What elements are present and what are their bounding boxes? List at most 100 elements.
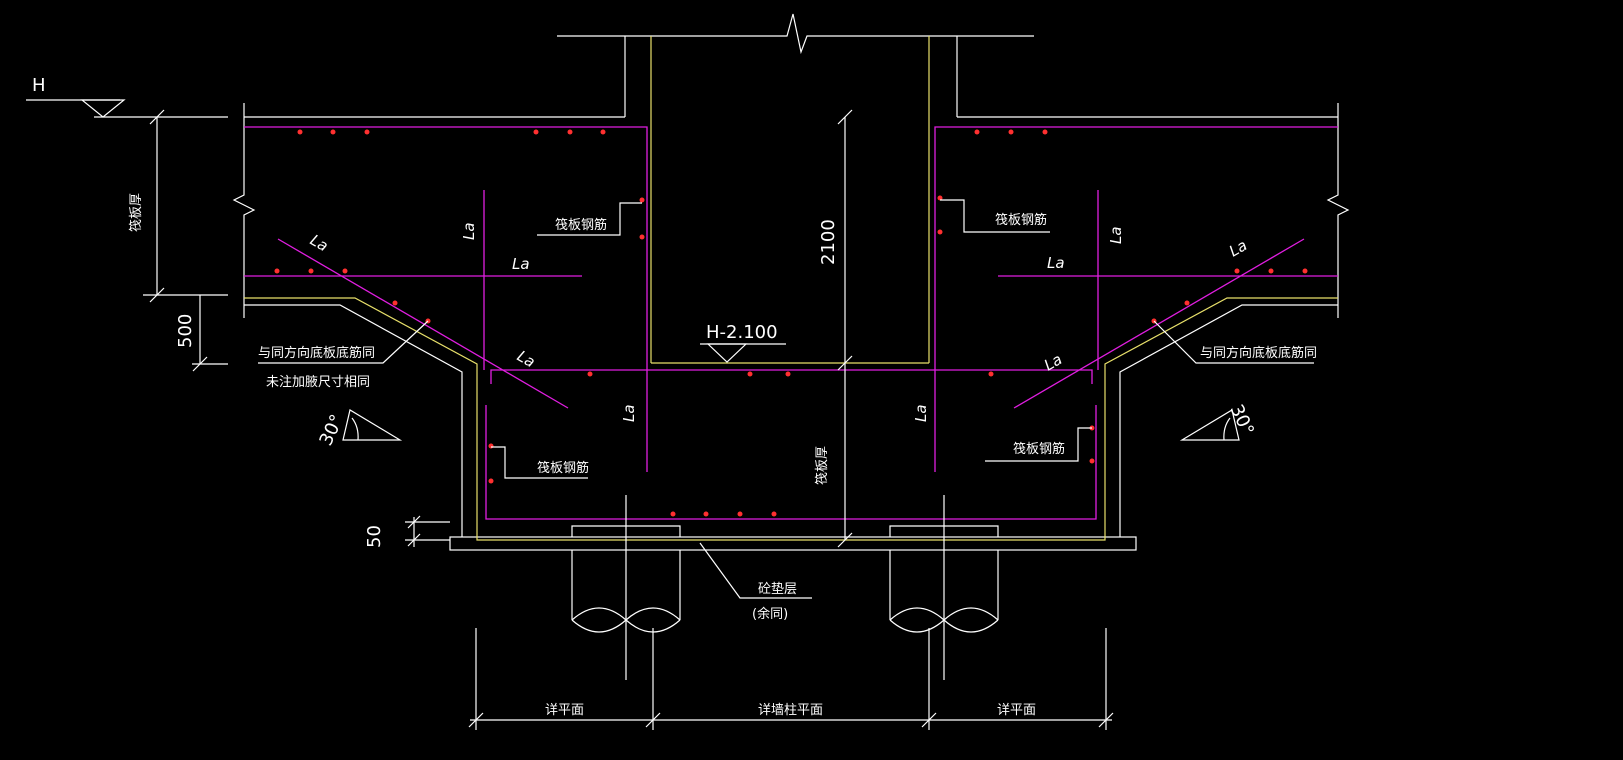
dim-tick	[407, 533, 421, 547]
rebar-diag-right	[1013, 238, 1305, 409]
angle-label-right: 30°	[1225, 401, 1258, 439]
rebar-dot	[533, 129, 539, 135]
rebar-dots	[274, 129, 1308, 517]
rebar-top-left	[244, 126, 648, 370]
top-break-line	[557, 13, 1034, 55]
pile-right	[889, 495, 999, 680]
rebar-dot	[1268, 268, 1274, 274]
la-label: La	[620, 404, 638, 422]
cushion-plate	[449, 536, 1137, 551]
rebar-dot	[670, 511, 676, 517]
dim-tick	[407, 515, 421, 529]
la-label: La	[912, 404, 930, 422]
haunch-note-label: 未注加腋尺寸相同	[266, 375, 370, 390]
structure-outline	[232, 13, 1350, 551]
raft-edge-right-break	[1326, 103, 1350, 318]
raft-thickness-label-center: 筏板厚	[814, 446, 830, 485]
dim-50-label: 50	[364, 525, 385, 548]
angle-label-left: 30°	[315, 411, 348, 449]
rebar-dot	[1234, 268, 1240, 274]
leader-rebar-4	[985, 427, 1092, 462]
rebar-dot	[639, 234, 645, 240]
cushion-note-label: (余同)	[752, 606, 788, 622]
rebar-dot	[1302, 268, 1308, 274]
rebar-dot	[567, 129, 573, 135]
leader-haunch-right	[1153, 320, 1314, 364]
leader-haunch-left	[258, 320, 429, 364]
la-label: La	[1107, 226, 1125, 244]
rebar-dot	[488, 478, 494, 484]
cushion-layer-label: 砼垫层	[758, 581, 797, 597]
rebar-dot	[974, 129, 980, 135]
la-label: La	[460, 222, 478, 240]
text-labels: H 筏板厚 500 2100 50 筏板厚 H-2.100 筏板钢筋 筏板钢筋 …	[32, 75, 1317, 718]
water-level-triangle	[80, 99, 126, 118]
rebar-dot	[1184, 300, 1190, 306]
rebar-dot	[1008, 129, 1014, 135]
pile-left	[571, 495, 681, 680]
dim-tick	[149, 109, 165, 125]
rebar-dot	[274, 268, 280, 274]
dim-tick	[921, 712, 937, 728]
rebar-dot	[1042, 129, 1048, 135]
haunch-outline-right	[1119, 304, 1338, 537]
same-as-bottom-label-left: 与同方向底板底筋同	[258, 345, 375, 361]
detail-wall-column-label: 详墙柱平面	[758, 703, 823, 718]
leader-rebar-3	[491, 446, 588, 479]
dim-tick	[468, 712, 484, 728]
la-label: La	[514, 347, 538, 371]
angle-arc-right	[1223, 417, 1231, 441]
raft-rebar-label-1: 筏板钢筋	[555, 217, 607, 233]
rebar-top-right	[934, 126, 1338, 370]
rebar-dot	[297, 129, 303, 135]
dim-tick	[837, 355, 853, 371]
angle-arc-left	[351, 417, 359, 441]
raft-thickness-label: 筏板厚	[128, 193, 144, 232]
rebar-dot	[771, 511, 777, 517]
rebar-pit-top	[490, 369, 1093, 384]
rebar-dot	[392, 300, 398, 306]
la-label: La	[512, 255, 530, 273]
leader-rebar-2	[940, 199, 1050, 233]
rebar-dot	[737, 511, 743, 517]
raft-rebar-label-2: 筏板钢筋	[995, 212, 1047, 228]
rebar-dot	[488, 443, 494, 449]
leader-cushion	[699, 542, 812, 599]
dim-tick	[837, 532, 853, 548]
haunch-outline-left	[244, 304, 463, 537]
rebar-dot	[1089, 458, 1095, 464]
rebar-dot	[342, 268, 348, 274]
dim-tick	[837, 109, 853, 125]
detail-plan-label-left: 详平面	[545, 703, 584, 718]
dimensions	[26, 99, 1314, 730]
rebar-dot	[937, 195, 943, 201]
elevation-triangle	[706, 343, 748, 363]
angle-triangle-right	[1179, 409, 1240, 441]
la-label: La	[1226, 236, 1250, 260]
dim-tick	[1098, 712, 1114, 728]
leader-rebar-1	[537, 202, 642, 236]
rebar-dot	[703, 511, 709, 517]
raft-rebar-label-3: 筏板钢筋	[537, 460, 589, 476]
rebar-dot	[937, 229, 943, 235]
concrete-edge	[244, 36, 1338, 541]
rebar	[244, 126, 1338, 520]
la-label: La	[1047, 254, 1065, 272]
rebar-dot	[785, 371, 791, 377]
rebar-dot	[308, 268, 314, 274]
rebar-dot	[639, 197, 645, 203]
rebar-dot	[988, 371, 994, 377]
rebar-dot	[600, 129, 606, 135]
detail-plan-label-right: 详平面	[997, 703, 1036, 718]
rebar-dot	[330, 129, 336, 135]
elevation-label: H-2.100	[706, 322, 778, 343]
rebar-pit-bottom	[485, 405, 1097, 520]
la-label: La	[1041, 350, 1065, 374]
pit-outer-edge	[244, 297, 1338, 541]
raft-edge-left-break	[232, 103, 256, 318]
dim-tick	[645, 712, 661, 728]
piles	[571, 495, 999, 680]
angle-triangle-left	[342, 409, 403, 441]
same-as-bottom-label-right: 与同方向底板底筋同	[1200, 345, 1317, 361]
